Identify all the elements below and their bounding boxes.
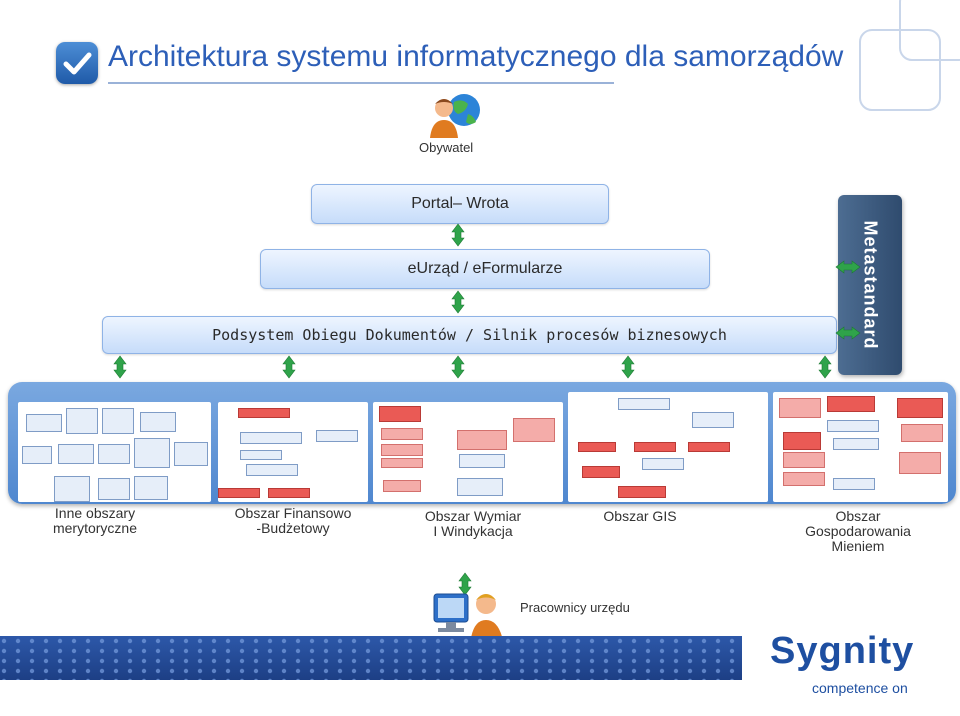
checkmark-logo-icon xyxy=(56,42,98,84)
double-arrow-icon xyxy=(451,355,465,379)
double-arrow-icon xyxy=(113,355,127,379)
double-arrow-icon xyxy=(835,260,861,274)
worker-label: Pracownicy urzędu xyxy=(520,600,630,615)
double-arrow-icon xyxy=(621,355,635,379)
double-arrow-icon xyxy=(818,355,832,379)
module-box-other xyxy=(18,402,211,502)
portal-label: Portal– Wrota xyxy=(411,195,509,212)
brand-logo: Sygnity xyxy=(770,630,915,672)
eurzad-bar: eUrząd / eFormularze xyxy=(260,249,710,289)
podsystem-label: Podsystem Obiegu Dokumentów / Silnik pro… xyxy=(212,326,727,344)
decorative-squares xyxy=(859,0,960,111)
double-arrow-icon xyxy=(451,223,465,247)
citizen-label: Obywatel xyxy=(419,140,474,155)
module-box-gis xyxy=(568,392,768,502)
area-finance: Obszar Finansowo-Budżetowy xyxy=(234,505,352,536)
double-arrow-icon xyxy=(835,326,861,340)
brand-area xyxy=(742,620,960,716)
double-arrow-icon xyxy=(282,355,296,379)
module-box-tax xyxy=(373,402,563,502)
modules-panel xyxy=(8,382,956,504)
module-box-property xyxy=(773,392,948,502)
area-gis: Obszar GIS xyxy=(603,508,677,524)
portal-bar: Portal– Wrota xyxy=(311,184,609,224)
podsystem-bar: Podsystem Obiegu Dokumentów / Silnik pro… xyxy=(102,316,837,354)
brand-tagline: competence on xyxy=(812,680,908,696)
module-box-finance xyxy=(218,402,368,502)
double-arrow-icon xyxy=(451,290,465,314)
eurzad-label: eUrząd / eFormularze xyxy=(407,260,563,277)
title-underline xyxy=(108,82,614,84)
citizen-globe-icon xyxy=(430,94,480,138)
page-title: Architektura systemu informatycznego dla… xyxy=(108,40,844,73)
metastandard-box: Metastandard xyxy=(838,195,902,375)
